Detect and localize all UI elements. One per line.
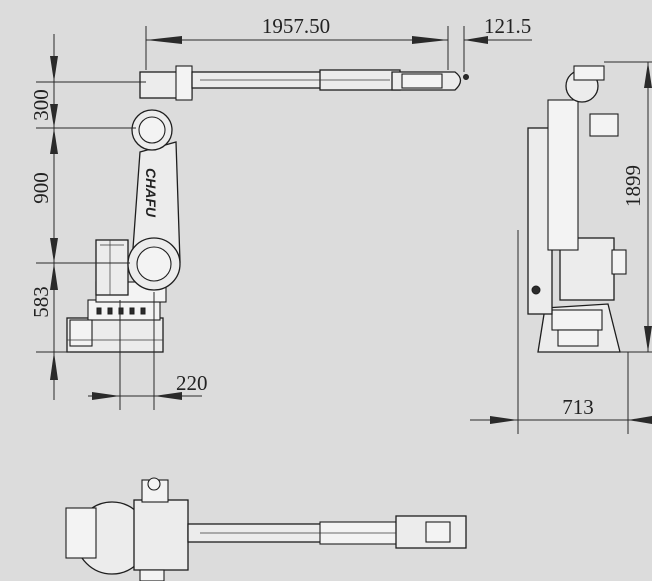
front-view: CHAFU <box>66 65 469 353</box>
dim-vertical-left: 300 900 583 <box>29 34 146 400</box>
dim-side-width-label: 713 <box>562 395 594 419</box>
dim-upper-height-label: 300 <box>29 89 53 121</box>
dim-base-height-label: 583 <box>29 286 53 318</box>
brand-label: CHAFU <box>143 168 159 218</box>
dim-wrist-offset-label: 121.5 <box>484 14 531 38</box>
dim-arm-reach: 1957.50 <box>145 14 449 70</box>
dim-side-width: 713 <box>470 230 652 434</box>
front-view-upper-arm <box>139 65 469 101</box>
dim-arm-height-label: 900 <box>29 172 53 204</box>
dim-wrist-offset: 121.5 <box>463 14 532 72</box>
top-view <box>65 477 467 581</box>
side-view <box>527 65 627 353</box>
dim-total-height: 1899 <box>604 61 652 353</box>
dim-total-height-label: 1899 <box>621 165 645 207</box>
front-view-j2-motor <box>95 239 129 296</box>
dim-base-offset: 220 <box>88 292 208 410</box>
dim-base-offset-label: 220 <box>176 371 208 395</box>
dim-arm-reach-label: 1957.50 <box>262 14 330 38</box>
top-view-turret <box>133 499 189 571</box>
